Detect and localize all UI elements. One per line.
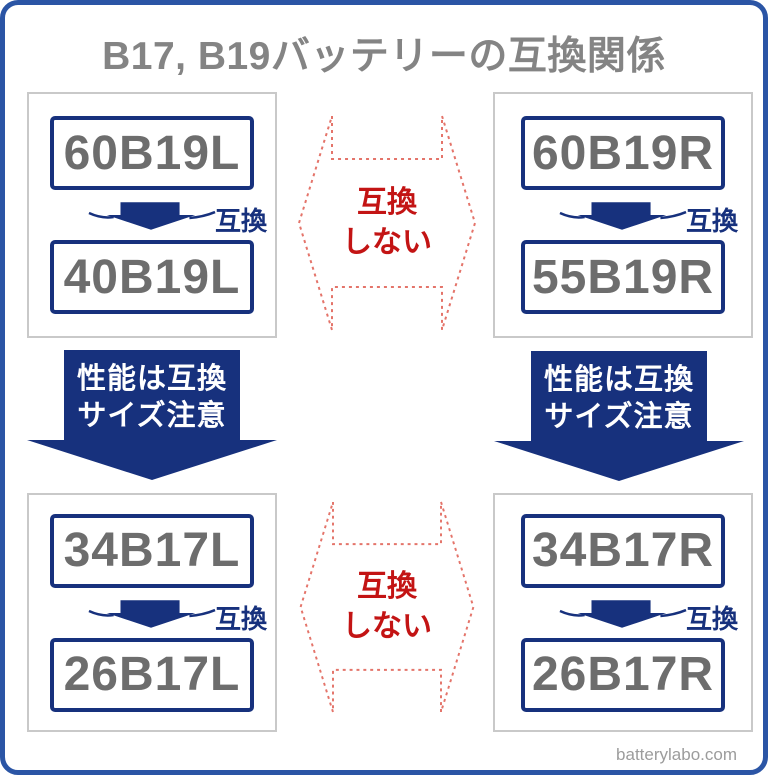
size-warning-arrow-right: 性能は互換 サイズ注意	[494, 351, 744, 481]
compat-label: 互換	[686, 603, 739, 634]
compat-arrow-row: 互換	[29, 200, 275, 236]
battery-box-from: 34B17L	[50, 513, 254, 588]
compat-label: 互換	[215, 206, 268, 236]
battery-box-to: 40B19L	[50, 240, 254, 314]
double-arrow-dashed-icon	[299, 501, 475, 713]
compat-label: 互換	[686, 206, 739, 236]
size-warning-label: 性能は互換 サイズ注意	[27, 356, 277, 440]
battery-code: 55B19R	[531, 250, 715, 304]
incompatible-label: 互換 しない	[297, 113, 477, 333]
quadrant-bottom-right: 34B17R 互換 26B17R	[493, 493, 753, 732]
size-warning-line1: 性能は互換	[76, 363, 227, 395]
compat-arrow-row: 互換	[495, 200, 751, 236]
page-title: B17, B19バッテリーの互換関係	[102, 35, 666, 78]
battery-box-from: 60B19R	[521, 116, 725, 190]
battery-code: 26B17L	[63, 648, 241, 701]
battery-code: 60B19L	[63, 126, 241, 180]
double-arrow-dashed-icon	[297, 115, 477, 331]
compat-arrow-row: 互換	[29, 598, 275, 634]
quadrant-bottom-left: 34B17L 互換 26B17L	[27, 493, 277, 732]
battery-code: 60B19R	[531, 126, 715, 180]
incompatible-label-line2: しない	[342, 610, 432, 643]
down-arrow-icon	[88, 599, 216, 628]
big-down-arrow-icon	[494, 351, 744, 481]
battery-box-to: 55B19R	[521, 240, 725, 314]
size-warning-line1: 性能は互換	[543, 364, 694, 396]
down-arrow-icon	[559, 202, 687, 230]
battery-box-to: 26B17L	[50, 637, 254, 712]
incompatible-arrow-top: 互換 しない	[297, 113, 477, 333]
incompatible-label-line1: 互換	[357, 570, 417, 603]
down-arrow-icon	[88, 202, 216, 230]
battery-box-from: 34B17R	[521, 513, 725, 588]
incompatible-label: 互換 しない	[297, 499, 477, 715]
battery-code: 40B19L	[63, 250, 241, 304]
incompatible-label-line2: しない	[342, 226, 432, 259]
battery-code: 34B17R	[531, 524, 715, 577]
incompatible-label-line1: 互換	[357, 186, 417, 219]
battery-box-from: 60B19L	[50, 116, 254, 190]
compat-arrow-row: 互換	[495, 598, 751, 634]
battery-code: 26B17R	[531, 648, 715, 701]
battery-box-to: 26B17R	[521, 637, 725, 712]
incompatible-arrow-bottom: 互換 しない	[297, 499, 477, 715]
big-down-arrow-icon	[27, 350, 277, 480]
battery-code: 34B17L	[63, 524, 241, 577]
quadrant-top-left: 60B19L 互換 40B19L	[27, 92, 277, 338]
size-warning-line2: サイズ注意	[544, 401, 694, 433]
quadrant-top-right: 60B19R 互換 55B19R	[493, 92, 753, 338]
size-warning-label: 性能は互換 サイズ注意	[494, 357, 744, 441]
down-arrow-icon	[559, 599, 687, 628]
compat-label: 互換	[215, 603, 268, 634]
site-watermark: batterylabo.com	[616, 745, 737, 764]
size-warning-line2: サイズ注意	[77, 400, 227, 432]
size-warning-arrow-left: 性能は互換 サイズ注意	[27, 350, 277, 480]
